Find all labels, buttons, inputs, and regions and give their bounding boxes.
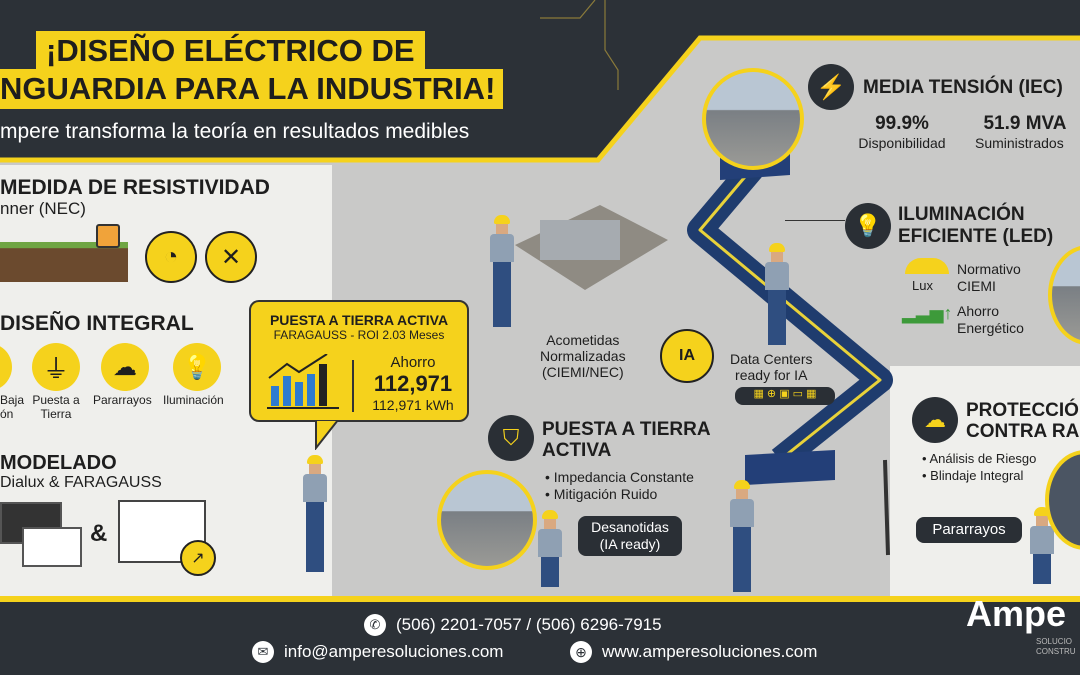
growth-chart-icon xyxy=(267,354,339,409)
sun-icon xyxy=(905,258,949,274)
soil-diagram xyxy=(0,242,128,282)
roi-callout: PUESTA A TIERRA ACTIVA FARAGAUSS - ROI 2… xyxy=(249,300,469,422)
diseno-item-iluminacion: Iluminación xyxy=(163,393,224,407)
grounding-photo xyxy=(437,470,537,570)
email-icon: ✉ xyxy=(252,641,274,663)
lightning-bolt-icon: ⚡ xyxy=(808,64,854,110)
ampersand: & xyxy=(90,520,108,547)
email-link[interactable]: info@amperesoluciones.com xyxy=(284,642,504,661)
bulb-icon: 💡 xyxy=(173,343,221,391)
meter-icon xyxy=(96,224,120,248)
led-bulb-icon: 💡 xyxy=(845,203,891,249)
lux-label: Lux xyxy=(912,278,933,293)
diseno-item-pararrayos: Pararrayos xyxy=(93,393,152,407)
desanotidas-label: Desanotidas (IA ready) xyxy=(578,516,682,556)
callout-title: PUESTA A TIERRA ACTIVA xyxy=(269,312,449,328)
website-link[interactable]: www.amperesoluciones.com xyxy=(602,642,818,661)
storm-cloud-icon: ☁ xyxy=(912,397,958,443)
resistividad-subtitle: nner (NEC) xyxy=(0,199,86,218)
stat-label: Suministrados xyxy=(975,135,1064,151)
diseno-item-tierra: Puesta a Tierra xyxy=(32,393,80,421)
proteccion-item: • Análisis de Riesgo xyxy=(922,451,1037,466)
ia-panel-icon: IA xyxy=(660,329,714,383)
proteccion-item: • Blindaje Integral xyxy=(922,468,1024,483)
normativo-label: Normativo CIEMI xyxy=(957,261,1021,294)
ahorro-kwh: 112,971 kWh xyxy=(372,397,454,413)
storm-icon: ☁ xyxy=(101,343,149,391)
iluminacion-title-1: ILUMINACIÓN xyxy=(898,204,1025,225)
datacenter-icons-bar: ▦ ⊕ ▣ ▭ ▦ xyxy=(735,387,835,405)
tools-icon: ✕ xyxy=(205,231,257,283)
pat-item: • Impedancia Constante xyxy=(545,469,694,485)
savings-chart-icon: ▂▃▅↑ xyxy=(902,303,953,323)
globe-icon: ⊕ xyxy=(570,641,592,663)
acometidas-label: Acometidas Normalizadas (CIEMI/NEC) xyxy=(540,332,626,380)
iluminacion-title-2: EFICIENTE (LED) xyxy=(898,226,1054,247)
stat-value: 99.9% xyxy=(875,113,929,134)
graph-icon: ↗ xyxy=(180,540,216,576)
proteccion-title-2: CONTRA RA xyxy=(966,421,1080,442)
diseno-title: DISEÑO INTEGRAL xyxy=(0,312,194,335)
media-tension-title: MEDIA TENSIÓN (IEC) xyxy=(863,77,1063,98)
phone-numbers[interactable]: (506) 2201-7057 / (506) 6296-7915 xyxy=(396,615,662,634)
worker-figure xyxy=(1030,507,1054,584)
modelado-subtitle: Dialux & FARAGAUSS xyxy=(0,474,162,491)
diseno-item-baja: Baja ón xyxy=(0,393,25,421)
worker-figure xyxy=(490,215,514,327)
ahorro-value: 112,971 xyxy=(373,371,453,396)
title-line-2: NGUARDIA PARA LA INDUSTRIA! xyxy=(0,69,504,109)
stat-label: Disponibilidad xyxy=(858,135,946,151)
worker-figure xyxy=(538,510,562,587)
ground-icon: ⏚ xyxy=(32,343,80,391)
phone-icon: ✆ xyxy=(364,614,386,636)
pat-title-1: PUESTA A TIERRA xyxy=(542,419,711,440)
gauge-icon: ◔ xyxy=(145,231,197,283)
logo-tagline-2: CONSTRU xyxy=(1036,647,1076,656)
datacenters-label: Data Centers ready for IA xyxy=(730,351,813,383)
callout-pointer xyxy=(315,420,340,450)
shield-bolt-icon: ⛉ xyxy=(488,415,534,461)
worker-figure xyxy=(303,455,327,572)
title-line-1: ¡DISEÑO ELÉCTRICO DE xyxy=(36,31,425,71)
pararrayos-label: Pararrayos xyxy=(916,517,1022,543)
substation-photo xyxy=(702,68,804,170)
worker-figure xyxy=(730,480,754,592)
modelado-title: MODELADO xyxy=(0,452,117,474)
pat-title-2: ACTIVA xyxy=(542,440,612,461)
stat-value: 51.9 MVA xyxy=(983,113,1067,134)
report-screen xyxy=(22,527,82,567)
ampere-logo: Ampe xyxy=(966,593,1067,634)
proteccion-title-1: PROTECCIÓ xyxy=(966,400,1079,421)
ia-badge: IA xyxy=(679,347,695,364)
callout-subtitle: FARAGAUSS - ROI 2.03 Meses xyxy=(273,328,445,342)
worker-figure xyxy=(765,243,789,345)
subtitle: mpere transforma la teoría en resultados… xyxy=(0,120,470,143)
resistividad-title: MEDIDA DE RESISTIVIDAD xyxy=(0,176,270,199)
pat-item: • Mitigación Ruido xyxy=(545,486,658,502)
ahorro-energetico-label: Ahorro Energético xyxy=(957,303,1024,336)
ahorro-label: Ahorro xyxy=(390,354,436,371)
logo-tagline-1: SOLUCIO xyxy=(1036,637,1073,646)
